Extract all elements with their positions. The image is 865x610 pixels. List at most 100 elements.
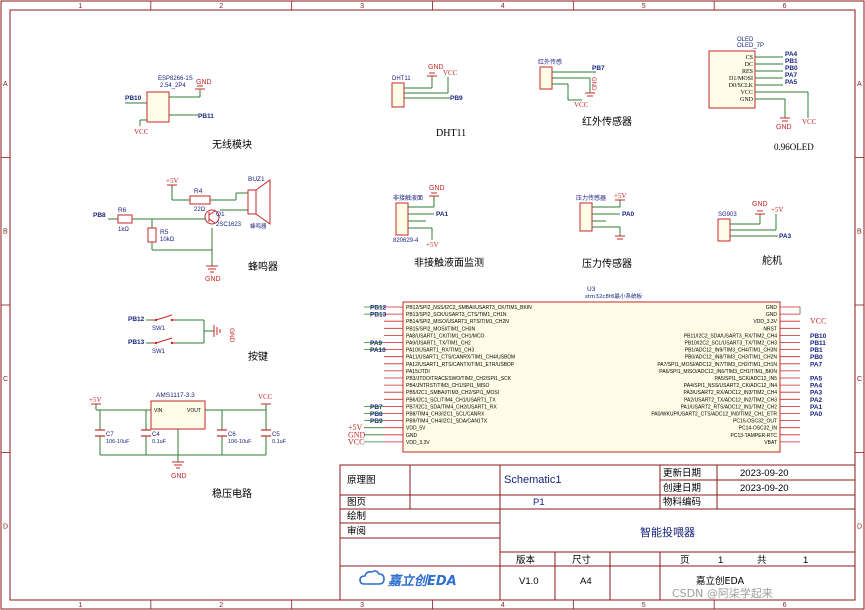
mcu-left-pin-label: PB3/JTDO/TRACESWO/TIM2_CH2/SPI1_SCK — [406, 376, 512, 382]
level-gnd: GND — [429, 185, 445, 192]
logo-text: 嘉立创EDA — [387, 573, 457, 589]
lbl-version: 版本 — [516, 554, 536, 566]
mcu-right-net-label: PA1 — [810, 404, 823, 411]
pressure-vcc: +5V — [614, 192, 627, 200]
level-model: 820629-4 — [393, 238, 419, 244]
reg-gnd: GND — [171, 473, 187, 480]
servo-vcc: +5V — [771, 206, 784, 214]
mcu-left-pin-label: VDD_3.3V — [406, 440, 430, 446]
sw2-ref: SW1 — [152, 349, 166, 355]
level-part: 非接触液面 — [393, 194, 423, 202]
servo-net: PA3 — [779, 233, 792, 240]
mcu-right-pin-label: NRST — [763, 326, 777, 332]
oled-part: OLED — [737, 37, 754, 43]
dht11-connector — [391, 82, 405, 108]
mcu-left-net-label: PA9 — [370, 340, 383, 347]
mcu-right-net-label: PB1 — [810, 347, 823, 354]
mcu-left-net-label: GND — [348, 430, 366, 439]
col-label-bottom: 1 — [78, 602, 82, 609]
row-label-right: C — [857, 376, 862, 383]
regulator-block: AMS1117-3.3 VIN VOUT +5V VCC — [89, 392, 287, 500]
oled-net-label: PA4 — [785, 51, 798, 58]
c4-ref: C4 — [152, 432, 160, 438]
q1-part: 2SC1623 — [216, 222, 242, 228]
company: 嘉立创EDA — [696, 575, 745, 587]
ir-connector — [539, 66, 553, 90]
watermark: CSDN @阿柒学起来 — [672, 586, 773, 600]
level-connector — [395, 202, 409, 236]
mcu-left-pin-label: PA15/JTDI — [406, 369, 430, 375]
mcu-left-pin-label: PB5/I2C1_SMBAI/TIM3_CH2/SPI1_MOSI — [406, 390, 499, 396]
col-label-bottom: 5 — [642, 602, 646, 609]
mcu-right-pin-label: PA1/USART2_RTS/ADC12_IN1/TIM2_CH2 — [681, 404, 778, 410]
ir-part: 红外传感 — [538, 58, 562, 66]
oled-module — [708, 50, 756, 109]
jlc-logo: 嘉立创EDA — [359, 570, 457, 589]
mcu-left-pin-label: PB6/I2C1_SCL/TIM4_CH1/USART1_TX — [406, 397, 496, 403]
resistor-r6 — [117, 214, 133, 224]
ir-sensor-block: 红外传感 PB7 GND VCC 红外传感器 — [538, 58, 632, 128]
lbl-sheet: 图页 — [347, 497, 366, 508]
page-total: 1 — [803, 555, 808, 566]
mcu-left-pins: PB12/SPI2_NSS/I2C2_SMBAI/USART3_CK/TIM1_… — [348, 305, 532, 447]
keys-gnd: GND — [228, 328, 235, 343]
servo-gnd: GND — [752, 201, 768, 208]
mcu-right-pin-label: PB0/ADC12_IN8/TIM3_CH3/TIM1_CH2N — [685, 355, 778, 361]
servo-part: SG903 — [718, 212, 737, 218]
key-net-pb12: PB12 — [128, 316, 145, 323]
servo-caption: 舵机 — [762, 254, 782, 267]
mcu-left-net-label: PB8 — [370, 411, 383, 418]
reg-pin-out: VOUT — [187, 408, 201, 414]
oled-footprint: OLED_7P — [737, 43, 764, 49]
wifi-module-block: ESP8266-1S 2.54_2P4 GND PB10 PB11 VCC 无线… — [125, 76, 252, 151]
wifi-gnd: GND — [196, 79, 212, 86]
r4-ref: R4 — [194, 188, 203, 195]
row-label-right: D — [857, 523, 862, 530]
mcu-right-pin-label: PA2/USART2_TX/ADC12_IN2/TIM2_CH3 — [684, 397, 777, 403]
oled-net-label: PB0 — [785, 65, 798, 72]
mcu-left-pin-label: PA8/USART1_CK/TIM1_CH1/MCO — [406, 333, 485, 339]
buzzer-caption: 蜂鸣器 — [248, 260, 278, 273]
oled-pin-label: GND — [740, 97, 754, 103]
oled-pin-label: DC — [745, 62, 753, 68]
level-caption: 非接触液面监测 — [414, 256, 484, 269]
lbl-part-no: 物料编码 — [663, 496, 701, 508]
wifi-net-pb11: PB11 — [198, 113, 214, 120]
mcu-right-net-label: VCC — [810, 317, 826, 326]
mcu-right-pin-label: PA0/WKUP/USART2_CTS/ADC12_IN0/TIM2_CH1_E… — [651, 412, 777, 418]
mcu-left-net-label: PB13 — [370, 312, 387, 319]
mcu-right-pin-label: PA4/SPI1_NSS/USART2_CK/ADC12_IN4 — [684, 383, 777, 389]
row-label-right: B — [857, 228, 862, 235]
mcu-right-pin-label: VDD_3.3V — [753, 319, 777, 325]
level-sensor-block: 非接触液面 820629-4 GND PA1 +5V 非接触液面监测 — [393, 185, 484, 269]
pressure-caption: 压力传感器 — [582, 257, 632, 270]
mcu-right-pin-label: PC15-OSC32_OUT — [733, 419, 777, 425]
key-net-pb13: PB13 — [128, 339, 145, 346]
dht11-caption: DHT11 — [436, 128, 466, 139]
dht11-gnd: GND — [428, 64, 444, 71]
oled-pin-label: CS — [746, 55, 753, 61]
mcu-right-net-label: PA7 — [810, 361, 823, 368]
wifi-net-pb10: PB10 — [125, 95, 142, 102]
mcu-right-pin-label: GND — [766, 312, 778, 318]
mcu-left-pin-label: PB15/SPI2_MOSI/TIM1_CH3N — [406, 326, 476, 332]
col-label-top: 6 — [783, 3, 787, 10]
created-date: 2023-09-20 — [740, 483, 789, 494]
sw1-ref: SW1 — [152, 326, 166, 332]
oled-vcc: VCC — [802, 118, 817, 126]
r5-value: 10kΩ — [160, 237, 175, 243]
wifi-part: ESP8266-1S — [158, 76, 193, 82]
col-label-top: 5 — [642, 3, 646, 10]
mcu-left-pin-label: PA10/USART1_RX/TIM1_CH3 — [406, 348, 474, 354]
lbl-drawn: 绘制 — [347, 510, 366, 522]
oled-net-label: PA7 — [785, 72, 798, 79]
title-block: 原理图 Schematic1 更新日期 2023-09-20 创建日期 2023… — [339, 464, 856, 601]
dht11-part: DHT11 — [392, 76, 411, 82]
keys-block: GND PB12 PB13 SW1 SW1 按键 — [128, 314, 268, 363]
col-label-bottom: 3 — [360, 602, 364, 609]
page-number: 1 — [718, 555, 723, 566]
mcu-left-net-label: PB12 — [370, 305, 387, 312]
c6-value: 106-10uF — [228, 439, 252, 445]
mcu-right-pin-label: PA7/SPI1_MOSI/ADC12_IN7/TIM3_CH2/TIM1_CH… — [657, 362, 777, 368]
